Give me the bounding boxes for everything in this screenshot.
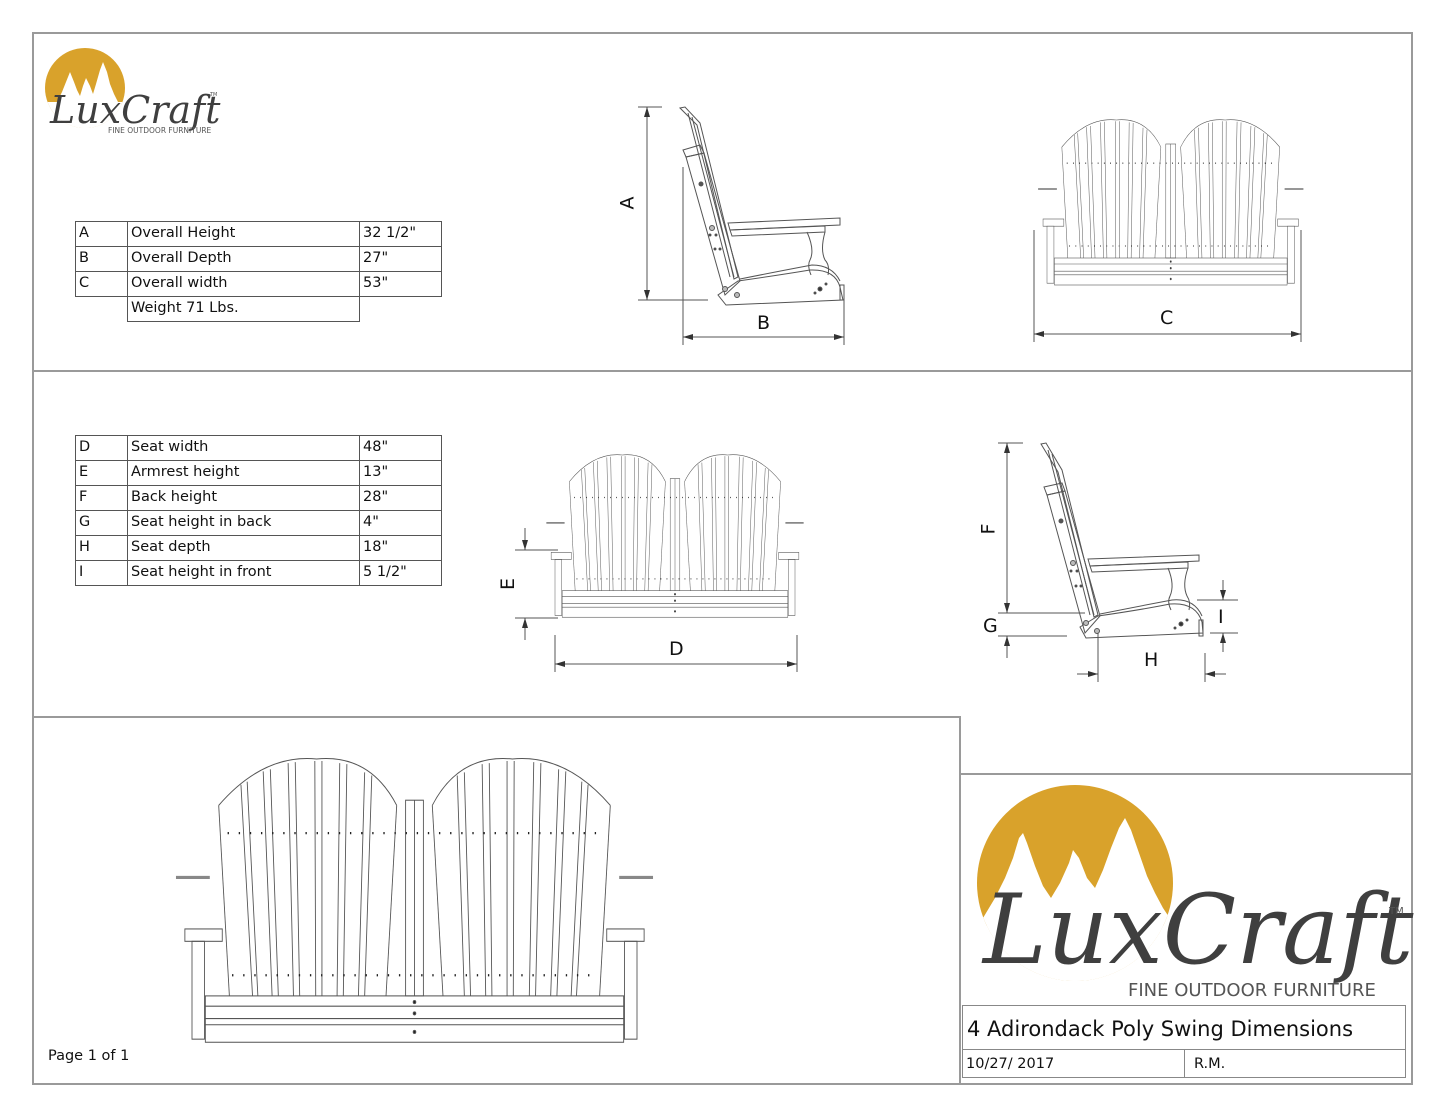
dimension-label-g: G — [983, 615, 998, 637]
section-divider-1 — [32, 370, 1413, 372]
dimension-label: Seat depth — [127, 535, 360, 561]
dimension-label-e: E — [497, 577, 520, 591]
dimension-label-c: C — [1160, 307, 1174, 329]
dimension-value: 28" — [359, 485, 442, 511]
dimension-key: F — [75, 485, 128, 511]
dimension-value: 27" — [359, 246, 442, 272]
table-row: A Overall Height 32 1/2" — [75, 221, 442, 247]
svg-text:TM: TM — [1388, 906, 1404, 917]
svg-text:LuxCraft: LuxCraft — [49, 88, 221, 132]
side-view-drawing-middle — [998, 442, 1238, 682]
overall-dimensions-table: A Overall Height 32 1/2" B Overall Depth… — [75, 221, 442, 322]
outer-frame-left — [32, 32, 34, 1084]
section-divider-2 — [32, 716, 959, 718]
dimension-value: 32 1/2" — [359, 221, 442, 247]
front-view-drawing-top — [1033, 118, 1305, 342]
dimension-label-i: I — [1218, 606, 1224, 628]
svg-text:TM: TM — [209, 92, 217, 98]
section-divider-4 — [959, 773, 1413, 775]
dimension-value: 53" — [359, 271, 442, 297]
side-view-drawing-top — [638, 106, 845, 345]
dimension-label-h: H — [1144, 649, 1159, 671]
brand-logo-large: LuxCraft TM FINE OUTDOOR FURNITURE — [977, 785, 1414, 1001]
dimension-label: Overall Depth — [127, 246, 360, 272]
table-row: H Seat depth 18" — [75, 535, 442, 561]
dimension-value: 18" — [359, 535, 442, 561]
table-row: F Back height 28" — [75, 485, 442, 511]
dimension-label: Overall width — [127, 271, 360, 297]
table-row: B Overall Depth 27" — [75, 246, 442, 272]
dimension-key: G — [75, 510, 128, 536]
dimension-key: B — [75, 246, 128, 272]
svg-text:FINE OUTDOOR FURNITURE: FINE OUTDOOR FURNITURE — [1128, 980, 1376, 1001]
outer-frame-bottom — [32, 1083, 1413, 1085]
dimension-key: D — [75, 435, 128, 461]
page-number: Page 1 of 1 — [48, 1048, 130, 1064]
dimension-label: Seat height in front — [127, 560, 360, 586]
dimension-label: Back height — [127, 485, 360, 511]
document-author: R.M. — [1194, 1056, 1226, 1072]
dimension-label-b: B — [757, 312, 771, 334]
dimension-value: 4" — [359, 510, 442, 536]
dimension-label-d: D — [669, 638, 684, 660]
dimension-key: A — [75, 221, 128, 247]
dimension-key: I — [75, 560, 128, 586]
dimension-label: Overall Height — [127, 221, 360, 247]
dimension-value: 5 1/2" — [359, 560, 442, 586]
dimension-label-f: F — [977, 523, 1000, 535]
dimension-key: H — [75, 535, 128, 561]
dimension-label-a: A — [616, 196, 639, 210]
table-row: I Seat height in front 5 1/2" — [75, 560, 442, 586]
front-view-drawing-middle — [515, 453, 805, 672]
outer-frame-top — [32, 32, 1413, 34]
document-title: 4 Adirondack Poly Swing Dimensions — [963, 1006, 1405, 1050]
dimension-label: Seat height in back — [127, 510, 360, 536]
sun-trees-icon — [977, 785, 1173, 981]
table-row: D Seat width 48" — [75, 435, 442, 461]
title-block: 4 Adirondack Poly Swing Dimensions 10/27… — [962, 1005, 1406, 1078]
dimension-label: Armrest height — [127, 460, 360, 486]
dimension-label: Seat width — [127, 435, 360, 461]
dimension-key: C — [75, 271, 128, 297]
dimension-value: 13" — [359, 460, 442, 486]
table-row: E Armrest height 13" — [75, 460, 442, 486]
document-date: 10/27/ 2017 — [963, 1050, 1185, 1078]
svg-text:LuxCraft: LuxCraft — [981, 874, 1414, 986]
detail-dimensions-table: D Seat width 48" E Armrest height 13" F … — [75, 435, 442, 586]
front-view-drawing-large — [174, 756, 655, 1044]
table-row: Weight 71 Lbs. — [76, 296, 442, 322]
svg-text:FINE OUTDOOR FURNITURE: FINE OUTDOOR FURNITURE — [108, 126, 212, 135]
table-row: G Seat height in back 4" — [75, 510, 442, 536]
section-divider-3 — [959, 716, 961, 1084]
dimension-key: E — [75, 460, 128, 486]
weight-label: Weight 71 Lbs. — [127, 296, 360, 322]
dimension-value: 48" — [359, 435, 442, 461]
table-row: C Overall width 53" — [75, 271, 442, 297]
outer-frame-right — [1411, 32, 1413, 1084]
brand-logo-small: LuxCraft TM FINE OUTDOOR FURNITURE — [45, 48, 221, 135]
